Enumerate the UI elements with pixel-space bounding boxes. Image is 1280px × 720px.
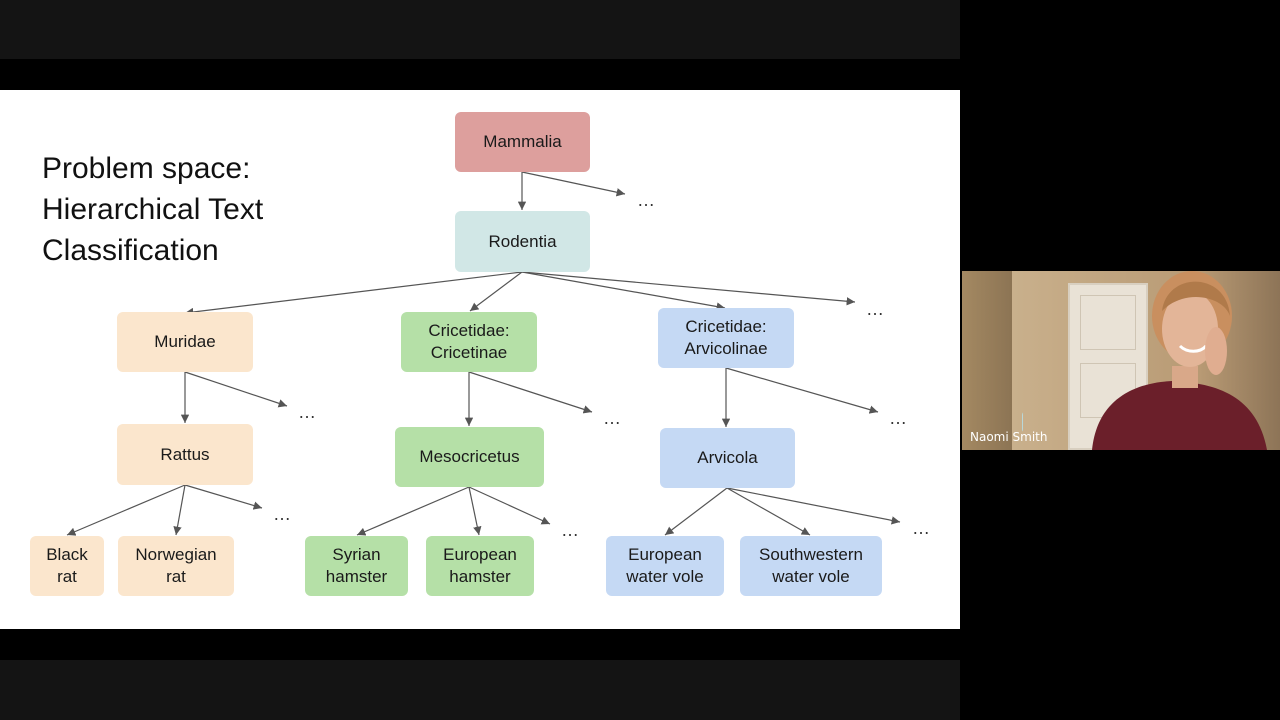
- node-arvicola: Arvicola: [660, 428, 795, 488]
- edge-cricetinae-more: [468, 371, 593, 414]
- node-black-rat-label: Black rat: [46, 545, 88, 586]
- node-european-water-vole: European water vole: [606, 536, 724, 596]
- edge-arvicola-more: [726, 487, 901, 525]
- node-rattus-label: Rattus: [160, 444, 210, 464]
- edge-rattus-norwegian-rat: [173, 484, 186, 536]
- ellipsis-arvicolinae: …: [889, 408, 908, 428]
- edge-rattus-black-rat: [66, 484, 186, 536]
- node-southwestern-water-vole: Southwestern water vole: [740, 536, 882, 596]
- node-mesocricetus-label: Mesocricetus: [419, 447, 520, 466]
- node-cricetinae-label: Cricetidae: Cricetinae: [428, 321, 510, 362]
- participant-video-tile[interactable]: Naomi Smith: [962, 271, 1280, 450]
- ellipsis-rodentia: …: [866, 299, 885, 319]
- node-mesocricetus: Mesocricetus: [395, 427, 544, 487]
- edge-rattus-more: [184, 484, 263, 510]
- edge-arvicola-european-vole: [664, 487, 728, 536]
- node-cricetinae: Cricetidae: Cricetinae: [401, 312, 537, 372]
- edge-mammalia-more: [521, 171, 626, 197]
- node-syrian-hamster: Syrian hamster: [305, 536, 408, 596]
- node-muridae: Muridae: [117, 312, 253, 372]
- participant-avatar: [1022, 271, 1267, 450]
- node-european-hamster: European hamster: [426, 536, 534, 596]
- node-muridae-label: Muridae: [154, 332, 216, 351]
- node-southwestern-water-vole-label: Southwestern water vole: [759, 545, 863, 586]
- node-european-hamster-label: European hamster: [443, 545, 517, 586]
- edge-rodentia-cricetinae: [469, 271, 523, 312]
- edge-rodentia-muridae: [184, 271, 523, 317]
- edge-mesocricetus-syrian: [356, 486, 470, 536]
- node-arvicola-label: Arvicola: [697, 448, 758, 467]
- node-arvicolinae-label: Cricetidae: Arvicolinae: [684, 317, 768, 358]
- ellipsis-arvicola: …: [912, 518, 931, 538]
- screen-share-bottom-bar: [0, 660, 960, 720]
- tree-edges: [66, 171, 901, 536]
- node-syrian-hamster-label: Syrian hamster: [325, 545, 388, 586]
- edge-mesocricetus-more: [468, 486, 551, 525]
- screen-share-top-bar: [0, 0, 960, 59]
- edge-rodentia-arvicolinae: [521, 271, 726, 311]
- edge-arvicola-southwestern-vole: [726, 487, 811, 536]
- slide-title: Problem space: Hierarchical Text Classif…: [42, 148, 362, 271]
- node-mammalia: Mammalia: [455, 112, 590, 172]
- edge-rodentia-more: [521, 271, 856, 306]
- node-norwegian-rat-label: Norwegian rat: [135, 545, 217, 586]
- node-european-water-vole-label: European water vole: [626, 545, 704, 586]
- node-mammalia-label: Mammalia: [483, 132, 562, 151]
- edge-mesocricetus-european: [468, 486, 482, 536]
- video-background-wall-left: [962, 271, 1012, 450]
- edge-arvicolinae-more: [725, 367, 879, 414]
- node-arvicolinae: Cricetidae: Arvicolinae: [658, 308, 794, 368]
- ellipsis-cricetinae: …: [603, 408, 622, 428]
- node-norwegian-rat: Norwegian rat: [118, 536, 234, 596]
- door-panel-upper: [1080, 295, 1136, 350]
- node-rattus: Rattus: [117, 424, 253, 485]
- ellipsis-rattus: …: [273, 504, 292, 524]
- ellipsis-muridae: …: [298, 402, 317, 422]
- participant-name-label: Naomi Smith: [970, 430, 1048, 444]
- ellipsis-mesocricetus: …: [561, 520, 580, 540]
- slide-title-line-2: Hierarchical Text: [42, 193, 264, 226]
- slide-title-line-1: Problem space:: [42, 152, 251, 185]
- shared-slide: Problem space: Hierarchical Text Classif…: [0, 90, 960, 629]
- ellipsis-mammalia: …: [637, 190, 656, 210]
- edge-muridae-more: [184, 371, 288, 408]
- node-rodentia-label: Rodentia: [488, 231, 557, 251]
- node-black-rat: Black rat: [30, 536, 104, 596]
- slide-title-line-3: Classification: [42, 234, 219, 267]
- node-rodentia: Rodentia: [455, 211, 590, 272]
